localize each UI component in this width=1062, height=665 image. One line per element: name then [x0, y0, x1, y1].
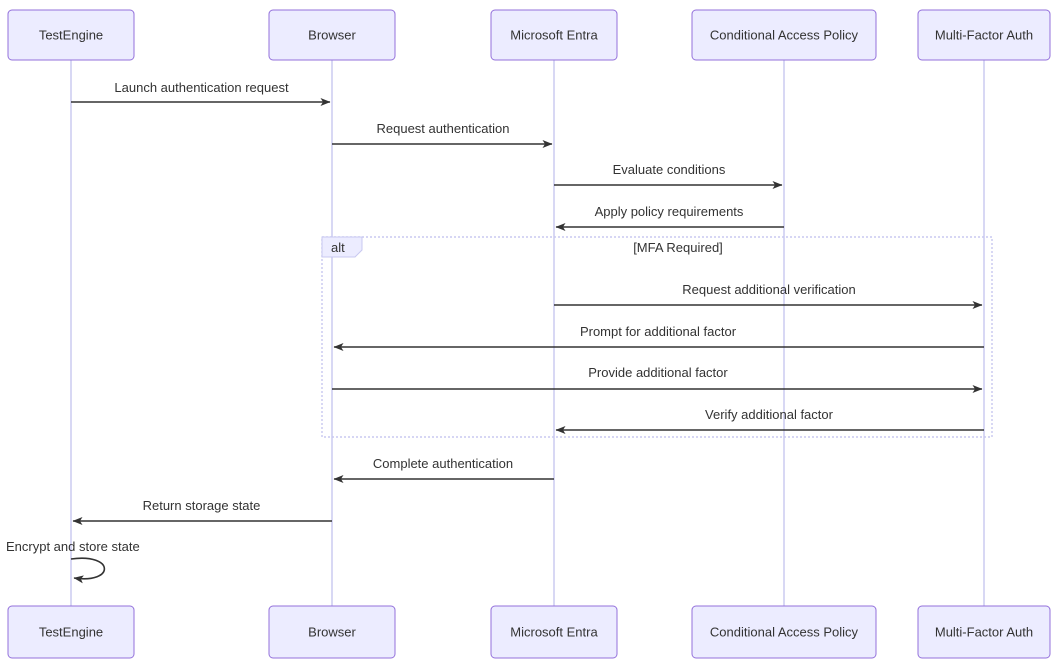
- participant-label-capolicy-bottom: Conditional Access Policy: [710, 624, 859, 639]
- actor-boxes-top: TestEngine Browser Microsoft Entra Conditio…: [7, 9, 1051, 61]
- alt-block-frame: [321, 236, 993, 438]
- participant-box-testengine-bottom[interactable]: [7, 605, 135, 659]
- participant-box-browser-top[interactable]: [268, 9, 396, 61]
- self-message-layer: Encrypt and store state: [6, 539, 140, 584]
- participant-label-entra-top: Microsoft Entra: [510, 27, 598, 42]
- message-label-1: Launch authentication request: [114, 80, 289, 95]
- participant-label-browser-bottom: Browser: [308, 624, 356, 639]
- message-label-2: Request authentication: [377, 121, 510, 136]
- participant-box-mfa-top[interactable]: [917, 9, 1051, 61]
- message-label-10: Return storage state: [143, 498, 261, 513]
- participant-box-capolicy-top[interactable]: [691, 9, 877, 61]
- actor-boxes-bottom: TestEngine Browser Microsoft Entra Conditio…: [7, 605, 1051, 659]
- alt-block-condition-label: [MFA Required]: [633, 240, 723, 255]
- self-message-label: Encrypt and store state: [6, 539, 140, 554]
- participant-box-entra-top[interactable]: [490, 9, 618, 61]
- lifelines-layer: [70, 60, 985, 606]
- participant-label-mfa-bottom: Multi-Factor Auth: [935, 624, 1033, 639]
- participant-label-entra-bottom: Microsoft Entra: [510, 624, 598, 639]
- message-label-5: Request additional verification: [682, 282, 855, 297]
- message-label-9: Complete authentication: [373, 456, 513, 471]
- participant-label-testengine-bottom: TestEngine: [39, 624, 103, 639]
- message-label-6: Prompt for additional factor: [580, 324, 737, 339]
- participant-label-browser-top: Browser: [308, 27, 356, 42]
- participant-label-testengine-top: TestEngine: [39, 27, 103, 42]
- participant-box-entra-bottom[interactable]: [490, 605, 618, 659]
- message-label-7: Provide additional factor: [588, 365, 728, 380]
- participant-label-capolicy-top: Conditional Access Policy: [710, 27, 859, 42]
- participant-label-mfa-top: Multi-Factor Auth: [935, 27, 1033, 42]
- participant-box-capolicy-bottom[interactable]: [691, 605, 877, 659]
- participant-box-browser-bottom[interactable]: [268, 605, 396, 659]
- alt-block-tab: [321, 236, 363, 258]
- participant-box-mfa-bottom[interactable]: [917, 605, 1051, 659]
- participant-box-testengine-top[interactable]: [7, 9, 135, 61]
- alt-block-tab-label: alt: [331, 240, 345, 255]
- message-label-8: Verify additional factor: [705, 407, 834, 422]
- message-label-3: Evaluate conditions: [613, 162, 726, 177]
- alt-block-layer: alt [MFA Required]: [321, 236, 993, 438]
- message-label-4: Apply policy requirements: [595, 204, 744, 219]
- self-message-loop: [70, 557, 106, 584]
